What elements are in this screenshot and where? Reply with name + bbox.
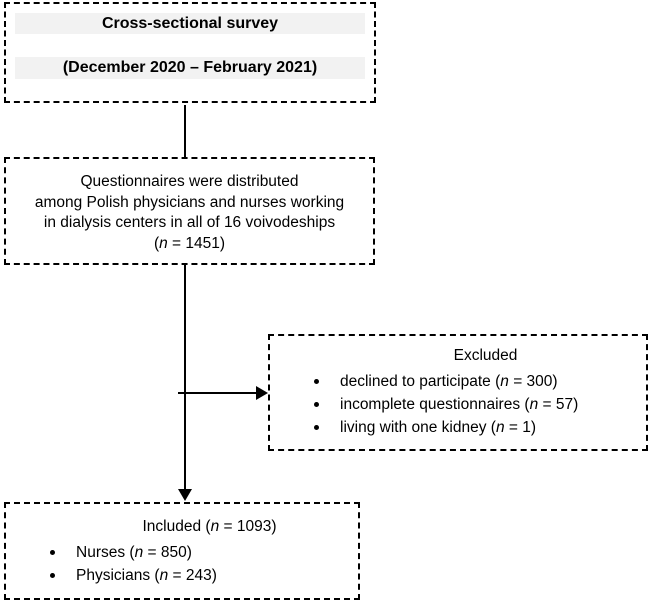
distribution-box: Questionnaires were distributed among Po… <box>4 157 375 265</box>
arrow-right-icon <box>256 386 268 400</box>
included-box: Included (n = 1093) Nurses (n = 850) Phy… <box>4 502 360 600</box>
distribution-n-line: (n = 1451) <box>153 234 226 252</box>
included-list: Nurses (n = 850) Physicians (n = 243) <box>6 541 358 587</box>
excluded-box: Excluded declined to participate (n = 30… <box>268 334 648 451</box>
connector-distribution-to-included <box>184 265 186 489</box>
excluded-item: living with one kidney (n = 1) <box>270 416 646 439</box>
included-item: Nurses (n = 850) <box>6 541 358 564</box>
bullet-icon <box>314 402 319 407</box>
distribution-line-2: among Polish physicians and nurses worki… <box>34 193 345 211</box>
connector-branch-to-excluded <box>178 392 256 394</box>
bullet-icon <box>50 550 55 555</box>
arrow-down-icon <box>178 489 192 501</box>
excluded-list: declined to participate (n = 300) incomp… <box>270 370 646 439</box>
connector-survey-to-distribution <box>184 105 186 157</box>
bullet-icon <box>314 379 319 384</box>
survey-period-box: Cross-sectional survey (December 2020 – … <box>4 2 376 103</box>
excluded-item: incomplete questionnaires (n = 57) <box>270 393 646 416</box>
survey-title: Cross-sectional survey <box>15 13 365 34</box>
excluded-item: declined to participate (n = 300) <box>270 370 646 393</box>
bullet-icon <box>50 573 55 578</box>
bullet-icon <box>314 425 319 430</box>
survey-period: (December 2020 – February 2021) <box>15 57 365 79</box>
distribution-line-1: Questionnaires were distributed <box>80 173 299 190</box>
distribution-line-3: in dialysis centers in all of 16 voivode… <box>43 214 336 231</box>
included-title: Included (n = 1093) <box>142 518 277 535</box>
included-item: Physicians (n = 243) <box>6 564 358 587</box>
excluded-title: Excluded <box>453 347 518 364</box>
